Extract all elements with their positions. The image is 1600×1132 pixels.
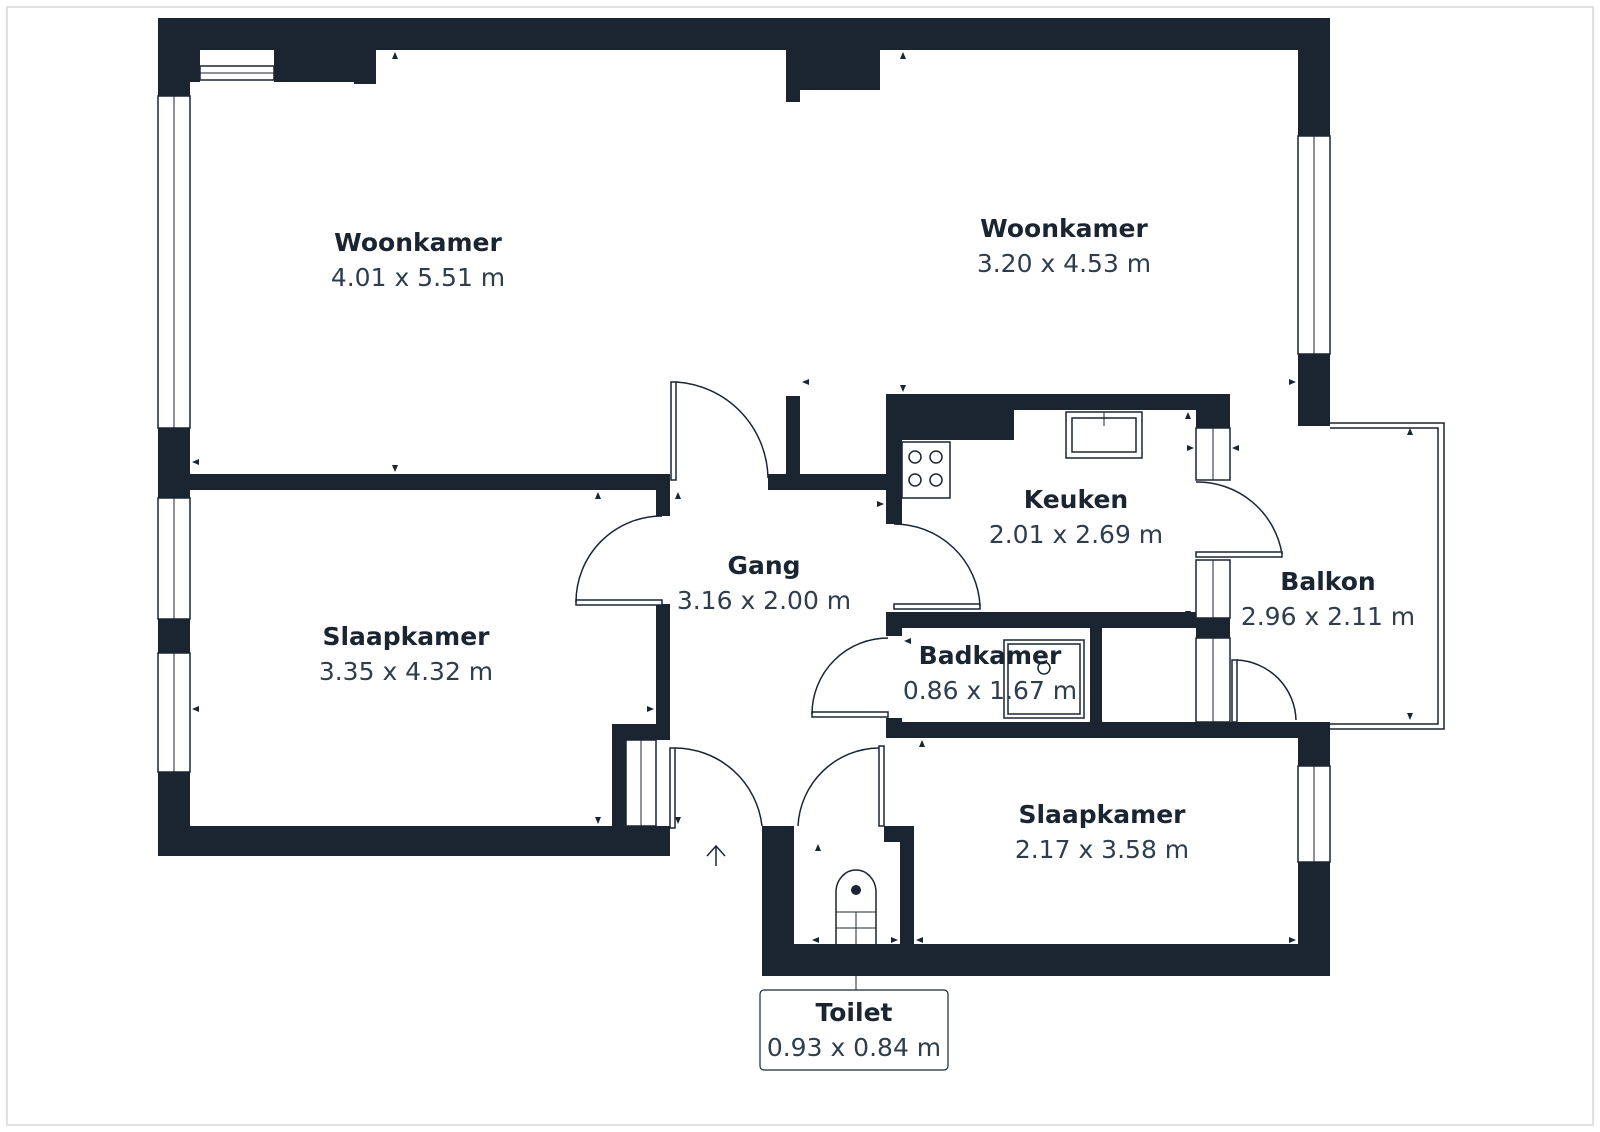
shower — [1003, 639, 1085, 719]
dimension-marker-icon — [891, 937, 898, 943]
room-label-badkamer: Badkamer 0.86 x 1.67 m — [903, 641, 1077, 705]
dimension-marker-icon — [1232, 445, 1239, 451]
dimension-marker-icon — [595, 492, 601, 499]
room-name: Balkon — [1280, 567, 1375, 596]
room-label-gang: Gang 3.16 x 2.00 m — [677, 551, 851, 615]
stove — [901, 441, 951, 499]
room-label-balkon: Balkon 2.96 x 2.11 m — [1241, 567, 1415, 631]
windows — [157, 65, 1331, 863]
room-name: Badkamer — [919, 641, 1062, 670]
room-size: 3.16 x 2.00 m — [677, 586, 851, 615]
room-name: Toilet — [816, 998, 893, 1027]
room-size: 0.93 x 0.84 m — [767, 1033, 941, 1062]
dimension-marker-icon — [1289, 379, 1296, 385]
room-label-woonkamer-2: Woonkamer 3.20 x 4.53 m — [977, 214, 1151, 278]
dimension-marker-icon — [192, 52, 1413, 943]
room-name: Slaapkamer — [1018, 800, 1186, 829]
dimension-marker-icon — [1407, 713, 1413, 720]
dimension-marker-icon — [675, 492, 681, 499]
dimension-marker-icon — [1187, 445, 1194, 451]
room-name: Woonkamer — [334, 228, 502, 257]
dimension-marker-icon — [900, 385, 906, 392]
dimension-marker-icon — [916, 937, 923, 943]
room-size: 0.86 x 1.67 m — [903, 676, 1077, 705]
room-size: 2.01 x 2.69 m — [989, 520, 1163, 549]
dimension-marker-icon — [812, 937, 819, 943]
room-name: Keuken — [1024, 485, 1128, 514]
dimension-marker-icon — [675, 817, 681, 824]
dimension-marker-icon — [919, 740, 925, 747]
kitchen-sink — [1065, 411, 1143, 459]
room-size: 3.35 x 4.32 m — [319, 657, 493, 686]
toilet-callout-box — [759, 989, 949, 1071]
balcony-outline — [1330, 422, 1445, 730]
walls — [158, 18, 1330, 976]
room-size: 4.01 x 5.51 m — [331, 263, 505, 292]
toilet-bowl — [835, 869, 877, 944]
doors — [575, 381, 1297, 829]
dimension-marker-icon — [1185, 611, 1191, 618]
dimension-marker-icon — [802, 379, 809, 385]
dimension-marker-icon — [392, 465, 398, 472]
room-size: 2.96 x 2.11 m — [1241, 602, 1415, 631]
dimension-marker-icon — [192, 706, 199, 712]
room-name: Slaapkamer — [322, 622, 490, 651]
room-size: 2.17 x 3.58 m — [1015, 835, 1189, 864]
dimension-marker-icon — [1407, 428, 1413, 435]
room-label-woonkamer-1: Woonkamer 4.01 x 5.51 m — [331, 228, 505, 292]
dimension-marker-icon — [392, 52, 398, 59]
room-name: Woonkamer — [980, 214, 1148, 243]
room-label-slaapkamer-2: Slaapkamer 2.17 x 3.58 m — [1015, 800, 1189, 864]
room-label-toilet: Toilet 0.93 x 0.84 m — [767, 998, 941, 1062]
dimension-marker-icon — [647, 706, 654, 712]
room-size: 3.20 x 4.53 m — [977, 249, 1151, 278]
room-name: Gang — [727, 551, 800, 580]
dimension-marker-icon — [1185, 412, 1191, 419]
page-frame — [6, 6, 1594, 1126]
dimension-marker-icon — [595, 817, 601, 824]
room-label-slaapkamer-1: Slaapkamer 3.35 x 4.32 m — [319, 622, 493, 686]
dimension-marker-icon — [192, 459, 199, 465]
room-label-keuken: Keuken 2.01 x 2.69 m — [989, 485, 1163, 549]
dimension-marker-icon — [877, 501, 884, 507]
dimension-marker-icon — [900, 52, 906, 59]
dimension-marker-icon — [904, 638, 911, 644]
dimension-marker-icon — [815, 844, 821, 851]
dimension-marker-icon — [1289, 937, 1296, 943]
entrance-arrow-icon — [706, 844, 726, 866]
